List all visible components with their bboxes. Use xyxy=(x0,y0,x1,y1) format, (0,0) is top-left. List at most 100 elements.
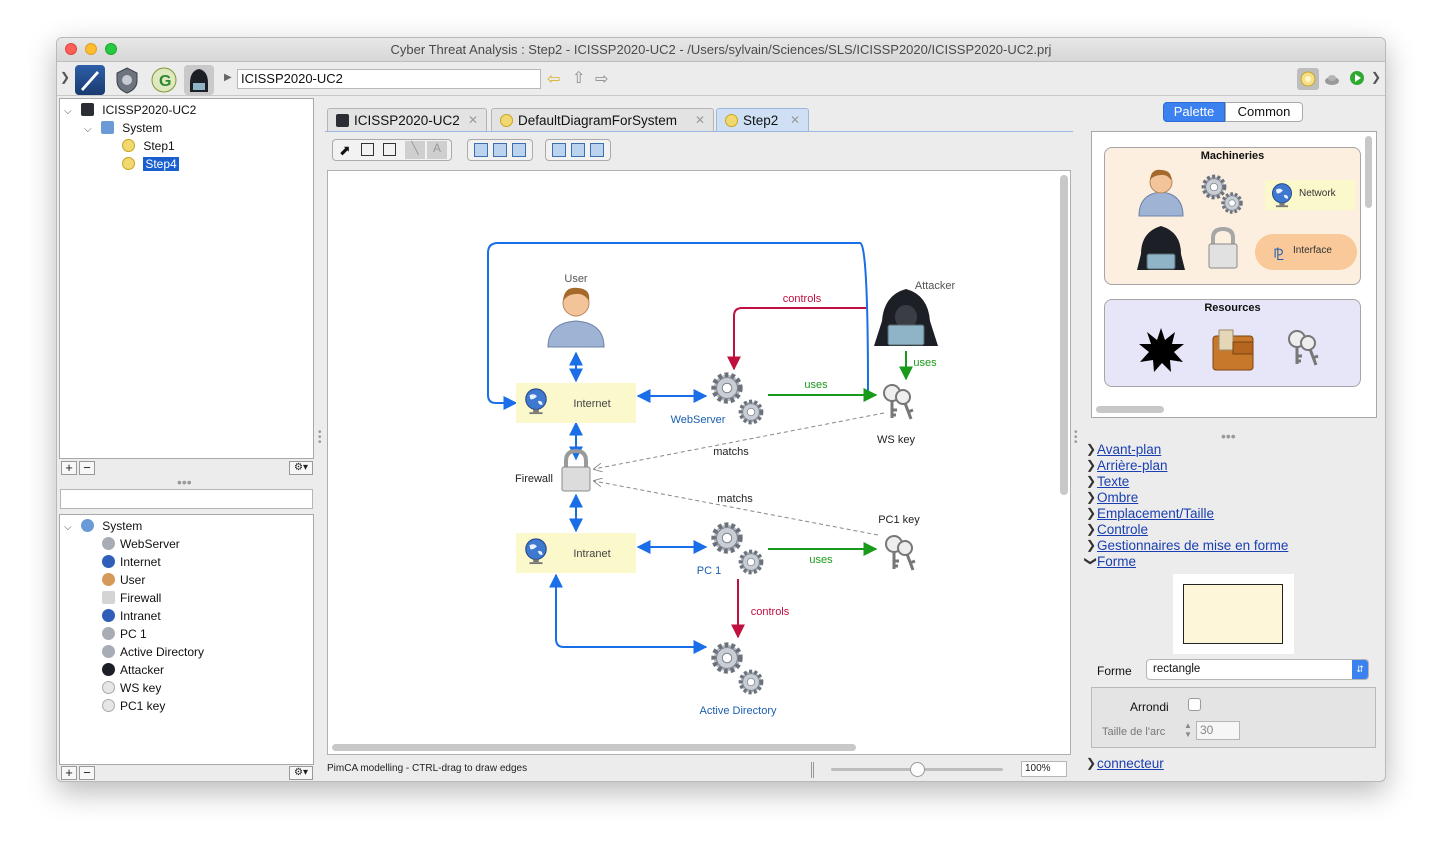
node-firewall[interactable]: Firewall xyxy=(515,448,591,492)
back-arrow-icon[interactable]: ⇦ xyxy=(547,71,561,88)
edge-pc1key-firewall[interactable] xyxy=(594,481,879,536)
list-item[interactable]: User xyxy=(102,571,145,589)
section-controle[interactable]: ❯Controle xyxy=(1086,522,1148,537)
tab-common[interactable]: Common xyxy=(1225,102,1303,122)
modelling-tool-icon[interactable] xyxy=(75,65,105,95)
section-gestionnaires[interactable]: ❯Gestionnaires de mise en forme xyxy=(1086,538,1288,553)
vertical-scrollbar[interactable] xyxy=(1060,175,1068,495)
chevron-down-icon[interactable]: ⌵ xyxy=(64,106,72,117)
select-arrow-icon[interactable]: ⬈ xyxy=(339,142,351,158)
filter-input[interactable] xyxy=(60,489,313,509)
list-item[interactable]: WS key xyxy=(102,679,161,697)
zoom-window-button[interactable] xyxy=(105,43,117,55)
node-intranet[interactable]: Intranet xyxy=(516,533,636,573)
remove-button[interactable]: − xyxy=(79,461,95,475)
element-tree-root-row[interactable]: ⌵ System xyxy=(64,517,142,535)
cloud-icon[interactable] xyxy=(1324,71,1340,87)
edge-internet-attacker[interactable] xyxy=(487,242,869,410)
edge-intranet-ad[interactable] xyxy=(549,573,708,654)
align-right-icon[interactable] xyxy=(590,143,604,157)
security-shield-icon[interactable] xyxy=(112,65,142,95)
zoom-slider-knob[interactable] xyxy=(909,762,925,777)
close-icon[interactable]: ✕ xyxy=(789,113,800,127)
list-item[interactable]: Internet xyxy=(102,553,161,571)
list-item[interactable]: Attacker xyxy=(102,661,164,679)
path-input[interactable]: ICISSP2020-UC2 xyxy=(237,69,541,89)
list-item[interactable]: Intranet xyxy=(102,607,161,625)
section-connecteur[interactable]: ❯connecteur xyxy=(1086,756,1164,771)
node-attacker[interactable]: Attacker xyxy=(874,280,956,346)
list-item[interactable]: Active Directory xyxy=(102,643,204,661)
section-emplacement-taille[interactable]: ❯Emplacement/Taille xyxy=(1086,506,1214,521)
list-item[interactable]: WebServer xyxy=(102,535,180,553)
lock-icon[interactable] xyxy=(1205,226,1241,270)
node-ws-key[interactable]: WS key xyxy=(877,383,915,446)
splitter-handle[interactable]: ••• xyxy=(1221,428,1236,444)
align-top-icon[interactable] xyxy=(474,143,488,157)
line-tool-icon[interactable]: ╲ xyxy=(405,141,425,159)
list-item[interactable]: Firewall xyxy=(102,589,161,607)
zoom-field[interactable]: 100% xyxy=(1021,761,1067,777)
node-internet[interactable]: Internet xyxy=(516,383,636,423)
tab-default-diagram[interactable]: DefaultDiagramForSystem ✕ xyxy=(491,108,714,132)
keys-icon[interactable] xyxy=(1283,322,1323,374)
node-webserver[interactable]: WebServer xyxy=(671,375,764,426)
user-icon[interactable] xyxy=(1137,168,1185,218)
text-tool-icon[interactable]: A xyxy=(427,141,447,159)
palette-network-item[interactable]: Network xyxy=(1265,180,1355,210)
chevron-down-icon[interactable]: ⌵ xyxy=(64,522,72,533)
tab-palette[interactable]: Palette xyxy=(1163,102,1225,122)
section-forme[interactable]: ❯Forme xyxy=(1084,554,1136,569)
minimize-window-button[interactable] xyxy=(85,43,97,55)
align-center-icon[interactable] xyxy=(571,143,585,157)
edge-attacker-webserver[interactable] xyxy=(727,307,866,371)
palette-interface-item[interactable]: ⅊ Interface xyxy=(1255,234,1357,270)
rectangle-tool-icon[interactable] xyxy=(361,143,374,156)
add-button[interactable]: + xyxy=(61,461,77,475)
vertical-splitter-handle[interactable]: ••• xyxy=(318,427,322,448)
forme-select[interactable]: rectangle ⇵ xyxy=(1146,659,1369,680)
section-ombre[interactable]: ❯Ombre xyxy=(1086,490,1138,505)
settings-gear-icon[interactable]: ⚙▾ xyxy=(289,766,313,780)
close-icon[interactable]: ✕ xyxy=(467,113,478,127)
close-icon[interactable]: ✕ xyxy=(694,113,705,127)
horizontal-scrollbar[interactable] xyxy=(1096,406,1164,413)
diagram-canvas[interactable]: controls uses uses matchs matchs uses co… xyxy=(327,170,1071,755)
vertical-scrollbar[interactable] xyxy=(1365,136,1372,208)
zoom-slider[interactable] xyxy=(831,762,1003,777)
hacker-icon[interactable] xyxy=(184,65,214,95)
list-item[interactable]: PC 1 xyxy=(102,625,147,643)
splitter-handle[interactable]: ••• xyxy=(177,474,192,490)
tab-step2[interactable]: Step2 ✕ xyxy=(716,108,809,132)
hacker-icon[interactable] xyxy=(1137,224,1185,272)
step-view-button[interactable] xyxy=(1297,68,1319,90)
arc-size-input[interactable]: 30 xyxy=(1196,721,1240,740)
shape-tool-icon[interactable] xyxy=(383,143,396,156)
remove-button[interactable]: − xyxy=(79,766,95,780)
up-arrow-icon[interactable]: ⇧ xyxy=(572,70,586,87)
node-pc1-key[interactable]: PC1 key xyxy=(878,514,920,572)
settings-gear-icon[interactable]: ⚙▾ xyxy=(289,461,313,475)
tab-project[interactable]: ICISSP2020-UC2 ✕ xyxy=(327,108,487,132)
tree-step-row-selected[interactable]: Step4 xyxy=(122,155,179,173)
close-window-button[interactable] xyxy=(65,43,77,55)
section-avant-plan[interactable]: ❯Avant-plan xyxy=(1086,442,1161,457)
section-texte[interactable]: ❯Texte xyxy=(1086,474,1129,489)
stepper-arrows-icon[interactable]: ▲▼ xyxy=(1184,721,1192,739)
node-active-directory[interactable]: Active Directory xyxy=(699,645,777,717)
edge-wskey-firewall[interactable] xyxy=(594,412,885,469)
expand-chevron-icon[interactable]: ❯ xyxy=(1371,70,1382,84)
tree-system-row[interactable]: ⌵ System xyxy=(84,119,162,137)
collapse-chevron-icon[interactable]: ❯ xyxy=(60,70,71,84)
node-user[interactable]: User xyxy=(547,273,605,348)
tree-step-row[interactable]: Step1 xyxy=(122,137,175,155)
chevron-updown-icon[interactable]: ⇵ xyxy=(1352,660,1368,679)
tree-root-row[interactable]: ⌵ ICISSP2020-UC2 xyxy=(64,101,196,119)
gears-icon[interactable] xyxy=(1197,170,1247,218)
horizontal-scrollbar[interactable] xyxy=(332,744,856,751)
forward-arrow-icon[interactable]: ⇨ xyxy=(595,71,609,88)
chevron-down-icon[interactable]: ⌵ xyxy=(84,124,92,135)
section-arriere-plan[interactable]: ❯Arrière-plan xyxy=(1086,458,1168,473)
arrondi-checkbox[interactable] xyxy=(1188,698,1201,711)
node-pc1[interactable]: PC 1 xyxy=(697,525,764,577)
